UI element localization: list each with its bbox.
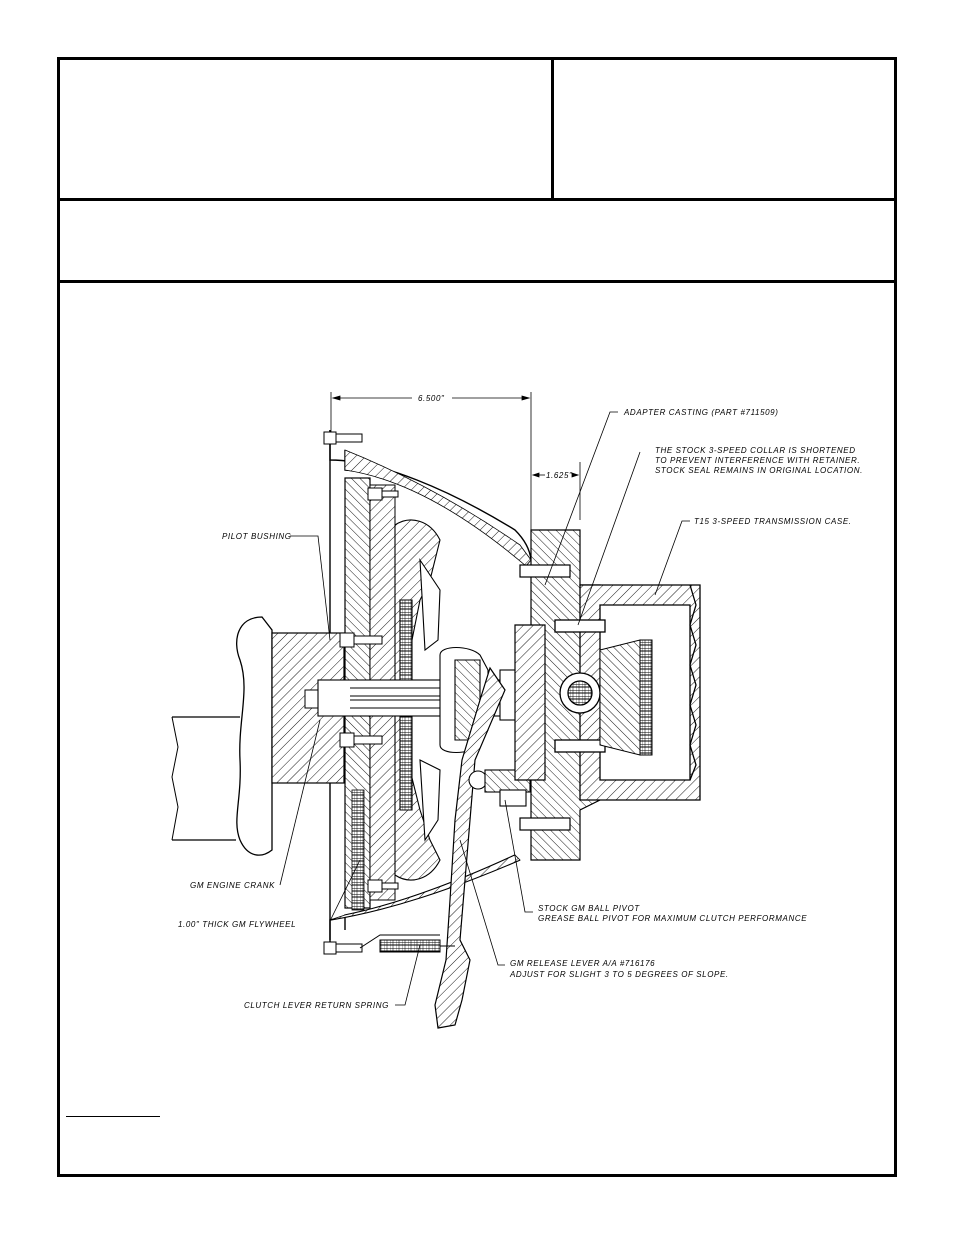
- drawing-area: [57, 280, 897, 1177]
- ball-pivot-label-1: STOCK GM BALL PIVOT: [538, 904, 640, 913]
- return-spring-label: CLUTCH LEVER RETURN SPRING: [244, 1001, 389, 1010]
- housing-bolts: [323, 431, 363, 955]
- dimension-overall-label: 6.500": [418, 394, 445, 403]
- collar-note-line-3: STOCK SEAL REMAINS IN ORIGINAL LOCATION.: [655, 466, 863, 475]
- engine-crank: [171, 616, 346, 856]
- main-drive-gear: [599, 639, 653, 756]
- adapter-casting-label: ADAPTER CASTING (PART #711509): [623, 408, 779, 417]
- ball-pivot-label-2: GREASE BALL PIVOT FOR MAXIMUM CLUTCH PER…: [538, 914, 807, 923]
- transmission-case-label: T15 3-SPEED TRANSMISSION CASE.: [694, 517, 852, 526]
- collar-note-line-2: TO PREVENT INTERFERENCE WITH RETAINER.: [655, 456, 860, 465]
- release-lever-label-2: ADJUST FOR SLIGHT 3 TO 5 DEGREES OF SLOP…: [509, 970, 729, 979]
- release-lever: [434, 666, 506, 1029]
- pilot-bushing-label: PILOT BUSHING: [222, 532, 292, 541]
- notes-heading-underline: [66, 1116, 160, 1117]
- release-lever-label-1: GM RELEASE LEVER A/A #716176: [510, 959, 655, 968]
- collar-note-line-1: THE STOCK 3-SPEED COLLAR IS SHORTENED: [655, 446, 856, 455]
- dimension-overall: [330, 392, 532, 540]
- dimension-adapter-label: 1.625": [546, 471, 573, 480]
- flywheel-label: 1.00" THICK GM FLYWHEEL: [178, 920, 296, 929]
- return-spring: [359, 934, 455, 953]
- flywheel-bolts: [339, 487, 399, 893]
- engine-crank-label: GM ENGINE CRANK: [190, 881, 275, 890]
- pressure-plate: [394, 519, 441, 881]
- leader-lines: [279, 411, 690, 1006]
